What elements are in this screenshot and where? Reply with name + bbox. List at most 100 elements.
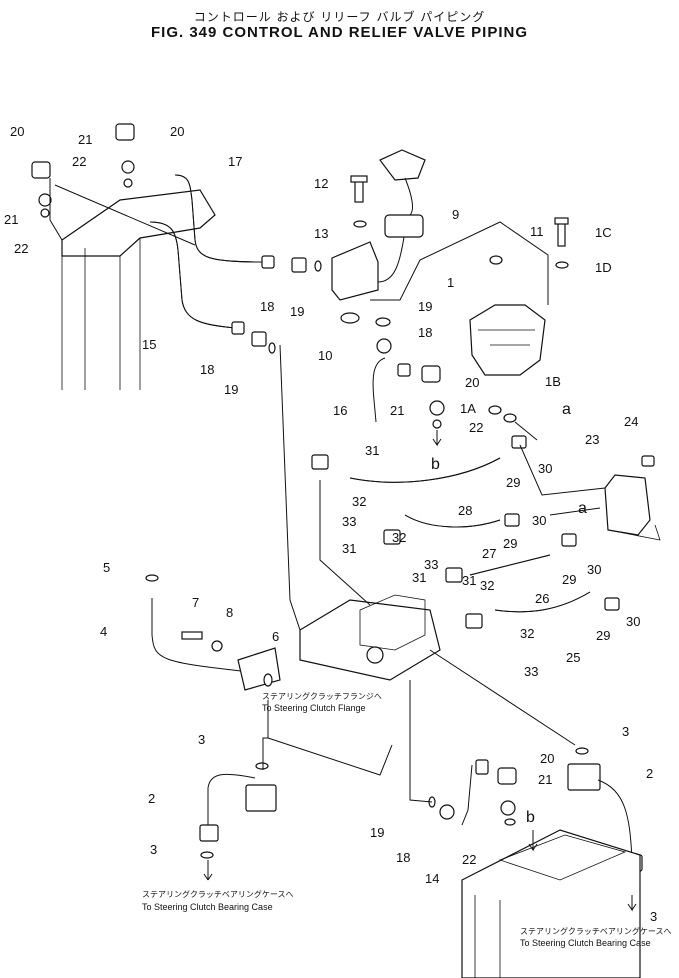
upper-left-tank bbox=[61, 189, 216, 257]
callout-label: 31 bbox=[342, 541, 356, 556]
callout-label: 3 bbox=[622, 724, 629, 739]
washer-8 bbox=[211, 640, 223, 652]
note-bearing-case-right-jp: ステアリングクラッチベアリングケースへ bbox=[520, 926, 671, 936]
callout-label: a bbox=[562, 401, 571, 418]
plug-24 bbox=[641, 455, 655, 467]
callout-label: 19 bbox=[290, 304, 304, 319]
oring-19-mid bbox=[375, 317, 391, 327]
callout-label: 1 bbox=[447, 275, 454, 290]
note-steering-flange-jp: ステアリングクラッチフランジへ bbox=[262, 691, 382, 701]
callout-label: 31 bbox=[412, 570, 426, 585]
callout-label: 32 bbox=[480, 578, 494, 593]
callout-label: 33 bbox=[524, 664, 538, 679]
callout-label: 29 bbox=[503, 536, 517, 551]
pipe-16 bbox=[372, 357, 386, 423]
callout-label: 1C bbox=[595, 225, 612, 240]
block-23 bbox=[604, 474, 651, 536]
callout-label: 15 bbox=[142, 337, 156, 352]
bolt-7 bbox=[181, 631, 203, 640]
callout-labels: 20 21 22 21 22 20 17 12 13 9 11 1C 1D 1 … bbox=[4, 124, 657, 924]
callout-label: 21 bbox=[538, 772, 552, 787]
nut-18-lower bbox=[251, 331, 267, 347]
callout-label: 3 bbox=[150, 842, 157, 857]
adapter-29-d bbox=[604, 597, 620, 611]
callout-label: 1B bbox=[545, 374, 561, 389]
callout-label: b bbox=[526, 809, 535, 826]
elbow-fitting-20-low bbox=[497, 767, 517, 785]
flange-6-plate bbox=[237, 647, 281, 691]
callout-label: 30 bbox=[538, 461, 552, 476]
hose-27 bbox=[404, 514, 501, 528]
pipe-2-left bbox=[207, 773, 256, 830]
callout-label: 30 bbox=[532, 513, 546, 528]
connector-18-upper bbox=[261, 255, 275, 269]
flange-top bbox=[379, 149, 426, 181]
callout-label: 22 bbox=[72, 154, 86, 169]
callout-label: 23 bbox=[585, 432, 599, 447]
elbow-fitting-31-d bbox=[465, 613, 483, 629]
pipe-14 bbox=[461, 764, 473, 826]
callout-label: 1A bbox=[460, 401, 476, 416]
oring-1a bbox=[488, 405, 502, 415]
callout-label: 31 bbox=[365, 443, 379, 458]
oring-19-lower bbox=[268, 342, 276, 354]
callout-label: 33 bbox=[424, 557, 438, 572]
oring-5 bbox=[145, 574, 159, 582]
elbow-fitting-31-a bbox=[311, 454, 329, 470]
callout-label: 7 bbox=[192, 595, 199, 610]
callout-label: 13 bbox=[314, 226, 328, 241]
oring-10 bbox=[340, 312, 360, 324]
callout-label: 6 bbox=[272, 629, 279, 644]
callout-label: 33 bbox=[342, 514, 356, 529]
connector-18-lower bbox=[231, 321, 245, 335]
oring-22-left bbox=[40, 208, 50, 218]
elbow-fitting-31-c bbox=[445, 567, 463, 583]
callout-label: 20 bbox=[10, 124, 24, 139]
callout-label: 18 bbox=[396, 850, 410, 865]
oring-1b bbox=[503, 413, 517, 423]
callout-label: 24 bbox=[624, 414, 638, 429]
callout-label: 29 bbox=[596, 628, 610, 643]
callout-label: 20 bbox=[170, 124, 184, 139]
washer-13 bbox=[353, 220, 367, 228]
bolt-1c bbox=[557, 221, 566, 247]
callout-label: 32 bbox=[352, 494, 366, 509]
oring-11 bbox=[489, 255, 503, 265]
callout-label: 19 bbox=[370, 825, 384, 840]
callout-label: 11 bbox=[530, 224, 544, 239]
callout-label: 22 bbox=[462, 852, 476, 867]
adapter-29-a bbox=[511, 435, 527, 449]
elbow-fitting-31-b bbox=[383, 529, 401, 545]
callout-label: 20 bbox=[465, 375, 479, 390]
callout-label: 8 bbox=[226, 605, 233, 620]
block-9-tube bbox=[377, 236, 405, 283]
callout-label: 27 bbox=[482, 546, 496, 561]
callout-label: 32 bbox=[520, 626, 534, 641]
nut-18-upper bbox=[291, 257, 307, 273]
callout-label: 3 bbox=[198, 732, 205, 747]
elbow-fitting-20-mid bbox=[421, 365, 441, 383]
callout-label: 22 bbox=[469, 420, 483, 435]
callout-label: 29 bbox=[562, 572, 576, 587]
relief-valve-1 bbox=[469, 304, 546, 376]
oring-3-left-top bbox=[255, 762, 269, 770]
callout-label: 28 bbox=[458, 503, 472, 518]
callout-label: 1D bbox=[595, 260, 612, 275]
note-bearing-case-left-jp: ステアリングクラッチベアリングケースへ bbox=[142, 889, 293, 899]
block-9 bbox=[331, 241, 379, 301]
callout-label: 17 bbox=[228, 154, 242, 169]
nut-18-mid bbox=[376, 338, 392, 354]
callout-label: 20 bbox=[540, 751, 554, 766]
callout-label: 16 bbox=[333, 403, 347, 418]
oring-22-mid bbox=[432, 419, 442, 429]
oring-3-left-bottom bbox=[200, 851, 214, 859]
callout-label: b bbox=[431, 456, 440, 473]
nut-21-low bbox=[500, 800, 516, 816]
note-bearing-case-right-en: To Steering Clutch Bearing Case bbox=[520, 938, 651, 948]
callout-label: 3 bbox=[650, 909, 657, 924]
callout-label: 10 bbox=[318, 348, 332, 363]
callout-label: 19 bbox=[224, 382, 238, 397]
elbow-fitting-20-top bbox=[115, 123, 135, 141]
